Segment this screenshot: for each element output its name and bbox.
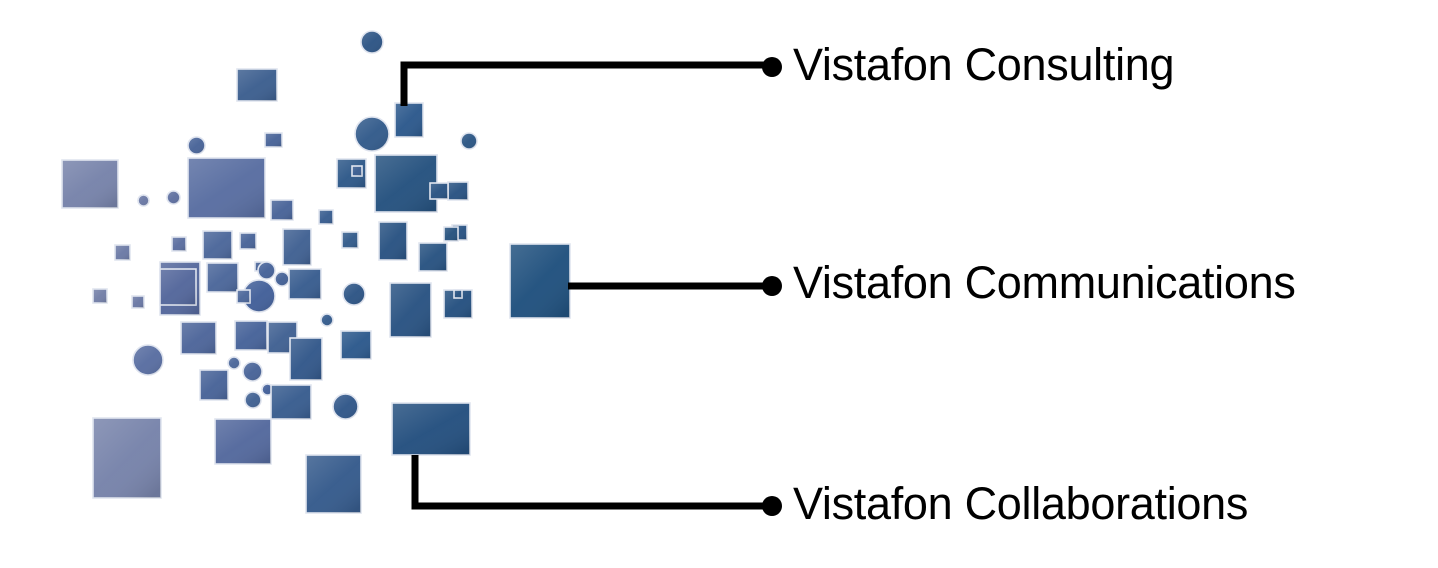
mosaic-shape-shading — [271, 385, 311, 419]
mosaic-shape-shading — [203, 231, 232, 259]
mosaic-shape-shading — [133, 345, 163, 375]
callout-label-communications[interactable]: Vistafon Communications — [793, 257, 1296, 308]
mosaic-shape-shading — [237, 69, 277, 101]
mosaic-shape-shading — [419, 243, 447, 271]
mosaic-shape-shading — [160, 269, 196, 305]
mosaic-shape-shading — [188, 137, 205, 154]
leader-dot-consulting — [762, 57, 782, 77]
mosaic-shape-shading — [275, 272, 289, 286]
mosaic-shape-shading — [283, 229, 311, 265]
mosaic-shape-shading — [207, 263, 238, 292]
mosaic-shape-shading — [200, 370, 228, 400]
mosaic-shape-shading — [265, 133, 282, 147]
mosaic-shape-shading — [167, 191, 180, 204]
mosaic-shape-shading — [341, 331, 371, 359]
mosaic-shape-shading — [181, 322, 216, 354]
mosaic-shape-shading — [228, 357, 240, 369]
mosaic-shape-shading — [258, 262, 275, 279]
mosaic-shape-shading — [395, 103, 423, 137]
mosaic-shape-shading — [375, 155, 437, 212]
mosaic-shape-shading — [379, 222, 407, 260]
mosaic-shape-shading — [243, 280, 275, 312]
mosaic-shape-shading — [138, 195, 149, 206]
mosaic-shape-shading — [93, 418, 161, 498]
mosaic-shape-shading — [245, 392, 261, 408]
mosaic-shape-shading — [333, 394, 358, 419]
mosaic-shape-shading — [237, 290, 250, 303]
mosaic-shape-shading — [289, 269, 321, 299]
callout-label-consulting[interactable]: Vistafon Consulting — [793, 39, 1175, 90]
mosaic-shape-shading — [93, 289, 107, 303]
mosaic-shape-shading — [172, 237, 186, 251]
mosaic-shape-shading — [243, 362, 262, 381]
mosaic-shape-shading — [319, 210, 333, 224]
mosaic-shape-shading — [430, 183, 448, 199]
mosaic-shape-shading — [215, 419, 271, 464]
mosaic-shape-shading — [355, 117, 389, 151]
mosaic-shape-shading — [115, 245, 130, 260]
mosaic-shape-shading — [352, 166, 362, 176]
mosaic-shape-shading — [392, 403, 470, 455]
leader-dot-collaborations — [762, 496, 782, 516]
mosaic-shape-shading — [188, 158, 265, 218]
mosaic-shape-shading — [343, 283, 365, 305]
mosaic-shape-shading — [448, 182, 468, 200]
mosaic-shape-shading — [361, 31, 383, 53]
mosaic-shape-shading — [62, 160, 118, 208]
mosaic-shape-shading — [342, 232, 358, 248]
mosaic-shape-shading — [510, 244, 570, 318]
mosaic-shape-shading — [390, 283, 431, 337]
mosaic-shape-shading — [290, 338, 322, 380]
leader-line-consulting — [400, 61, 772, 106]
mosaic-shape-shading — [461, 133, 477, 149]
mosaic-shape-shading — [235, 321, 267, 350]
mosaic-shape-shading — [132, 296, 144, 308]
mosaic-shape-shading — [271, 200, 293, 220]
mosaic-shape-shading — [306, 455, 361, 513]
mosaic-shape-shading — [454, 290, 462, 298]
mosaic-shape-shading — [240, 233, 256, 249]
callout-label-collaborations[interactable]: Vistafon Collaborations — [793, 478, 1249, 529]
leader-line-collaborations — [411, 455, 772, 510]
mosaic-shape-shading — [444, 227, 458, 241]
mosaic-shape-shading — [321, 314, 333, 326]
leader-dot-communications — [762, 276, 782, 296]
